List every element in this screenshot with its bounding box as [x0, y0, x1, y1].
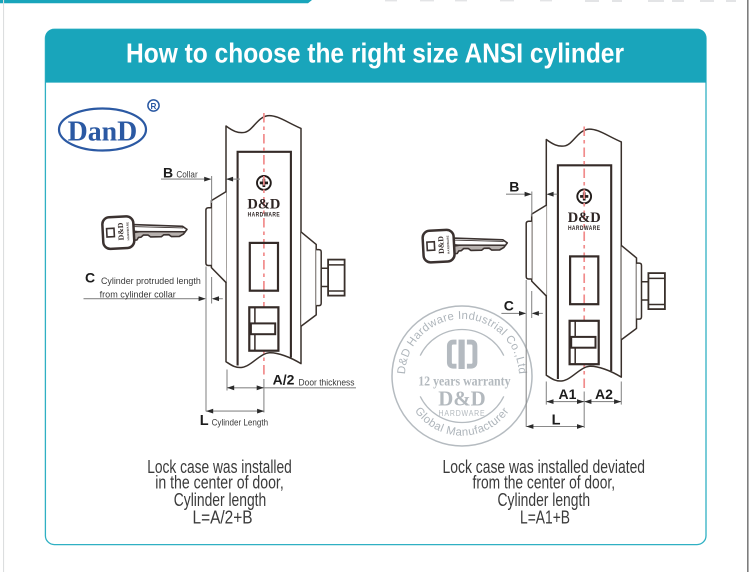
- svg-text:A2: A2: [595, 386, 613, 402]
- svg-text:C: C: [85, 270, 95, 286]
- svg-text:12 years warranty: 12 years warranty: [418, 373, 511, 388]
- svg-text:in the center of door,: in the center of door,: [155, 473, 284, 493]
- svg-text:from cylinder collar: from cylinder collar: [100, 289, 176, 300]
- svg-text:How to choose the right size A: How to choose the right size ANSI cylind…: [126, 38, 624, 69]
- svg-text:Door thickness: Door thickness: [299, 378, 355, 389]
- svg-text:L=A1+B: L=A1+B: [520, 507, 570, 527]
- svg-text:D&D: D&D: [247, 196, 280, 212]
- svg-text:D&D: D&D: [116, 222, 126, 241]
- svg-text:Cylinder length: Cylinder length: [174, 490, 267, 510]
- svg-text:L=A/2+B: L=A/2+B: [193, 507, 253, 527]
- svg-text:Collar: Collar: [176, 170, 197, 180]
- svg-text:Cylinder Length: Cylinder Length: [212, 418, 269, 429]
- svg-text:Lock case was installed: Lock case was installed: [147, 457, 292, 477]
- svg-text:R: R: [151, 102, 157, 111]
- svg-text:Cylinder protruded length: Cylinder protruded length: [101, 276, 201, 287]
- svg-text:DanD: DanD: [68, 116, 138, 148]
- svg-text:HARDWARE: HARDWARE: [125, 222, 130, 241]
- svg-text:HARDWARE: HARDWARE: [439, 408, 486, 418]
- svg-text:Lock case was installed deviat: Lock case was installed deviated: [443, 457, 646, 477]
- svg-text:L: L: [552, 413, 561, 429]
- svg-text:C: C: [504, 297, 514, 313]
- svg-text:B: B: [509, 179, 519, 195]
- svg-text:from the center of door,: from the center of door,: [473, 473, 616, 493]
- svg-text:HARDWARE: HARDWARE: [248, 213, 281, 219]
- svg-text:A1: A1: [559, 386, 577, 402]
- svg-text:D&D: D&D: [438, 386, 485, 410]
- svg-text:B: B: [163, 165, 173, 181]
- svg-text:A/2: A/2: [273, 371, 295, 387]
- svg-text:L: L: [200, 413, 209, 429]
- svg-text:Cylinder length: Cylinder length: [498, 490, 591, 510]
